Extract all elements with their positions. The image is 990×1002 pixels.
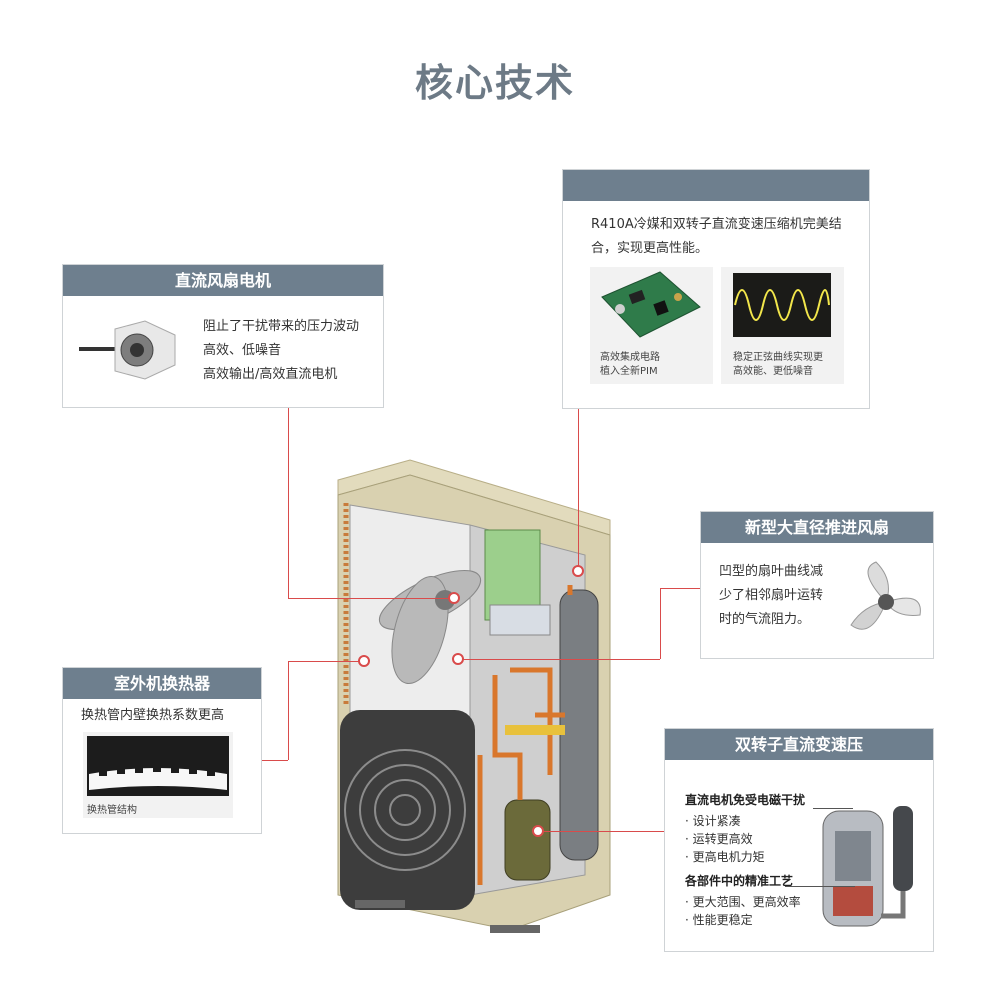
- heat-exchanger-text: 换热管内壁换热系数更高: [81, 708, 225, 723]
- dc-fan-motor-box: 直流风扇电机 阻止了干扰带来的压力波动 高效、低噪音 高效输出/高效直流电机: [62, 264, 384, 408]
- heat-exchanger-tube-icon: [87, 736, 229, 796]
- feature-item-text: 运转更高效: [692, 832, 753, 846]
- callout-line: [660, 588, 700, 589]
- circuit-board-image: 高效集成电路 植入全新PIM: [590, 267, 713, 384]
- callout-line: [288, 598, 454, 599]
- callout-line: [785, 886, 855, 887]
- compressor-icon: [822, 806, 913, 927]
- box-heading: 双转子直流变速压: [665, 729, 933, 760]
- twin-rotary-text: 直流电机免受电磁干扰 · 设计紧凑 · 运转更高效 · 更高电机力矩 各部件中的…: [685, 791, 835, 929]
- callout-line: [578, 407, 579, 570]
- caption-line: 植入全新PIM: [600, 366, 658, 377]
- callout-line: [460, 659, 660, 660]
- feature-heading: 直流电机免受电磁干扰: [685, 793, 806, 807]
- fan-motor-text: 阻止了干扰带来的压力波动 高效、低噪音 高效输出/高效直流电机: [203, 315, 359, 387]
- callout-line: [288, 406, 289, 598]
- callout-line: [260, 760, 288, 761]
- box-heading: 室外机换热器: [63, 668, 261, 699]
- text-line: 高效输出/高效直流电机: [203, 367, 338, 382]
- new-fan-text: 凹型的扇叶曲线减 少了相邻扇叶运转 时的气流阻力。: [719, 560, 849, 632]
- callout-dot: [448, 592, 460, 604]
- propeller-fan-icon: [850, 561, 921, 630]
- callout-line: [288, 661, 363, 662]
- callout-line: [660, 588, 661, 659]
- box-heading: [563, 170, 869, 201]
- feature-item-text: 设计紧凑: [692, 814, 741, 828]
- feature-item: · 性能更稳定: [685, 913, 753, 927]
- caption-line: 换热管结构: [87, 805, 137, 816]
- outdoor-unit-illustration: [337, 459, 611, 933]
- sine-wave-image: 稳定正弦曲线实现更 高效能、更低噪音: [721, 267, 844, 384]
- feature-item: · 更高电机力矩: [685, 850, 765, 864]
- fan-motor-icon: [79, 320, 176, 380]
- text-line: 少了相邻扇叶运转: [719, 588, 824, 603]
- twin-rotary-box: 双转子直流变速压 直流电机免受电磁干扰 · 设计紧凑 · 运转更高效 · 更高电…: [664, 728, 934, 952]
- text-line: 阻止了干扰带来的压力波动: [203, 319, 360, 334]
- callout-line: [538, 831, 664, 832]
- feature-item: · 更大范围、更高效率: [685, 895, 801, 909]
- compressor-control-box: R410A冷媒和双转子直流变速压缩机完美结合，实现更高性能。 高效集成电路 植入…: [562, 169, 870, 409]
- heat-exchanger-box: 室外机换热器 换热管内壁换热系数更高 换热管结构: [62, 667, 262, 834]
- caption-line: 高效集成电路: [600, 352, 660, 363]
- circuit-board-icon: [601, 271, 701, 338]
- callout-dot: [532, 825, 544, 837]
- sine-wave-icon: [733, 273, 831, 337]
- heat-exchanger-image: 换热管结构: [83, 732, 233, 818]
- compressor-description: R410A冷媒和双转子直流变速压缩机完美结合，实现更高性能。: [591, 217, 842, 256]
- feature-item-text: 性能更稳定: [692, 913, 753, 927]
- callout-dot: [572, 565, 584, 577]
- feature-item-text: 更高电机力矩: [692, 850, 765, 864]
- callout-line: [288, 661, 289, 760]
- page-title: 核心技术: [414, 61, 575, 105]
- text-line: 高效、低噪音: [203, 343, 282, 358]
- caption-line: 稳定正弦曲线实现更: [733, 352, 823, 363]
- text-line: 凹型的扇叶曲线减: [719, 564, 824, 579]
- new-fan-box: 新型大直径推进风扇 凹型的扇叶曲线减 少了相邻扇叶运转 时的气流阻力。: [700, 511, 934, 659]
- box-heading: 新型大直径推进风扇: [701, 512, 933, 543]
- feature-heading: 各部件中的精准工艺: [685, 874, 794, 888]
- callout-dot: [358, 655, 370, 667]
- text-line: 时的气流阻力。: [719, 612, 811, 627]
- feature-item-text: 更大范围、更高效率: [692, 895, 801, 909]
- box-heading: 直流风扇电机: [63, 265, 383, 296]
- feature-item: · 设计紧凑: [685, 814, 741, 828]
- callout-line: [813, 808, 853, 809]
- feature-item: · 运转更高效: [685, 832, 753, 846]
- callout-dot: [452, 653, 464, 665]
- caption-line: 高效能、更低噪音: [733, 366, 813, 377]
